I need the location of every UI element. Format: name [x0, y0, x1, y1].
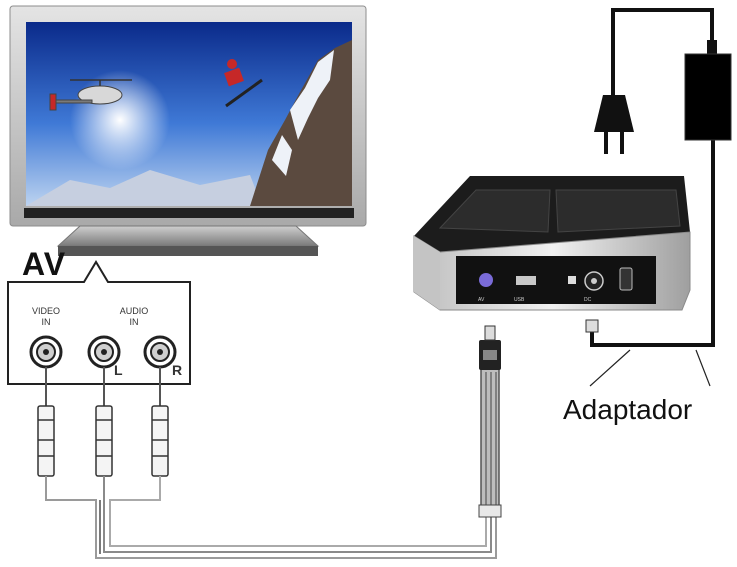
audio-l-jack: [87, 335, 121, 369]
audio-in-label: AUDIO IN: [119, 306, 149, 327]
plug-icon: [594, 95, 634, 154]
adapter-leader-line: [589, 349, 631, 387]
svg-text:USB: USB: [514, 297, 525, 303]
left-channel-label: L: [114, 362, 123, 378]
power-adapter-icon: [684, 40, 732, 141]
adapter-label: Adaptador: [563, 394, 693, 425]
adapter-leader-line: [695, 349, 711, 387]
rca-plug-icon: [37, 405, 169, 477]
svg-text:AV: AV: [478, 297, 485, 303]
tv-icon: [9, 5, 367, 256]
power-cable: [590, 8, 715, 347]
video-in-label: VIDEO IN: [31, 306, 60, 327]
dc-plug: [585, 319, 599, 333]
media-player-icon: [413, 176, 691, 311]
video-in-jack: [29, 335, 63, 369]
av-label: AV: [22, 246, 67, 282]
av-cable: [45, 476, 497, 559]
av-multi-plug: [478, 325, 502, 518]
audio-r-jack: [143, 335, 177, 369]
right-channel-label: R: [172, 362, 183, 378]
svg-text:DC: DC: [584, 297, 592, 303]
